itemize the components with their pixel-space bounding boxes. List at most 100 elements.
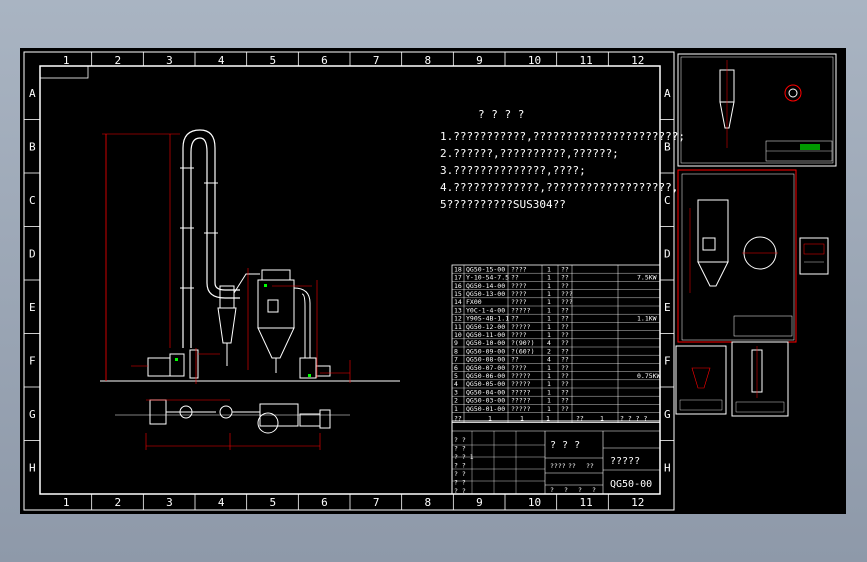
title-left-cell: ? ? xyxy=(454,462,466,470)
bom-cell-name: ?(60?) xyxy=(511,347,534,355)
bom-cell-material: ?? xyxy=(561,315,569,323)
zone-column-label: 3 xyxy=(166,496,173,509)
detail-sheet-middle[interactable] xyxy=(677,169,797,343)
bom-cell-qty: 1 xyxy=(547,298,551,306)
bom-cell-qty: 1 xyxy=(547,331,551,339)
detail-sheet-bottom-left[interactable] xyxy=(675,345,727,415)
bom-cell-no: 13 xyxy=(454,306,462,314)
bom-cell-qty: 4 xyxy=(547,339,551,347)
bom-cell-no: 14 xyxy=(454,298,462,306)
title-scale-cell: ?? xyxy=(568,462,576,470)
zone-row-label: G xyxy=(664,408,671,421)
bom-cell-qty: 1 xyxy=(547,364,551,372)
detail-sheet-small[interactable] xyxy=(799,237,829,275)
bom-cell-no: 3 xyxy=(454,388,458,396)
detail-sheet-bottom-right[interactable] xyxy=(731,341,789,417)
zone-column-label: 1 xyxy=(63,496,70,509)
zone-column-label: 10 xyxy=(528,54,541,67)
corner-mark xyxy=(39,65,89,79)
zone-column-label: 3 xyxy=(166,54,173,67)
zone-column-label: 11 xyxy=(580,496,593,509)
bom-cell-no: 4 xyxy=(454,380,458,388)
title-left-cell: ? ? xyxy=(454,436,466,444)
zone-row-label: B xyxy=(664,140,671,153)
bom-cell-material: ?? xyxy=(561,306,569,314)
bom-cell-no: 8 xyxy=(454,347,458,355)
bom-cell-code: QG50-08-00 xyxy=(466,356,505,364)
bom-cell-qty: 2 xyxy=(547,347,551,355)
zone-column-label: 8 xyxy=(425,54,432,67)
bom-header-cell: ? ? ? ? xyxy=(620,415,647,423)
detail-sheet-top[interactable] xyxy=(677,53,837,167)
zone-column-label: 5 xyxy=(270,496,277,509)
bom-cell-code: QG50-10-00 xyxy=(466,339,505,347)
bom-cell-code: QG50-04-00 xyxy=(466,388,505,396)
zone-column-label: 8 xyxy=(425,496,432,509)
bom-cell-material: ?? xyxy=(561,274,569,282)
bom-cell-material: ?? xyxy=(561,372,569,380)
zone-column-label: 10 xyxy=(528,496,541,509)
bom-cell-material: ?? xyxy=(561,397,569,405)
title-left-cell: ? ? xyxy=(454,479,466,487)
bom-cell-name: ?? xyxy=(511,274,519,282)
bom-cell-qty: 1 xyxy=(547,380,551,388)
zone-column-label: 6 xyxy=(321,496,328,509)
bom-cell-no: 16 xyxy=(454,282,462,290)
bom-cell-material: ?? xyxy=(561,380,569,388)
bom-cell-no: 10 xyxy=(454,331,462,339)
bom-cell-no: 11 xyxy=(454,323,462,331)
bom-cell-name: ????? xyxy=(511,388,531,396)
elevation-view[interactable] xyxy=(100,129,400,384)
plan-view[interactable] xyxy=(115,399,350,450)
bom-cell-no: 6 xyxy=(454,364,458,372)
bom-cell-no: 9 xyxy=(454,339,458,347)
zone-column-label: 12 xyxy=(631,496,644,509)
bom-cell-code: Y-10-54-7.5 xyxy=(466,274,509,282)
bom-cell-name: ???? xyxy=(511,265,527,273)
title-bottom-cell: ? xyxy=(550,486,554,494)
title-block: ? ? ? ????? QG50-00 ???????? ???? ? ?? ?… xyxy=(451,420,661,495)
zone-row-label: D xyxy=(29,247,36,260)
title-left-cell: ? ? 1 xyxy=(454,453,474,461)
bom-cell-no: 1 xyxy=(454,405,458,413)
bom-cell-qty: 1 xyxy=(547,290,551,298)
zone-column-label: 6 xyxy=(321,54,328,67)
bom-cell-name: ?? xyxy=(511,315,519,323)
bom-cell-material: ??? xyxy=(561,298,573,306)
zone-column-label: 2 xyxy=(115,496,122,509)
bom-cell-code: FX00 xyxy=(466,298,482,306)
bom-cell-qty: 1 xyxy=(547,265,551,273)
bom-cell-material: ?? xyxy=(561,347,569,355)
bom-cell-material: ?? xyxy=(561,388,569,396)
bom-cell-material: ??? xyxy=(561,290,573,298)
bom-cell-code: QG50-03-00 xyxy=(466,397,505,405)
zone-row-label: F xyxy=(29,354,36,367)
note-line: 4.?????????????,???????????????????, xyxy=(440,181,678,194)
bom-cell-code: Y0C-1-4-00 xyxy=(466,306,505,314)
bom-cell-no: 18 xyxy=(454,265,462,273)
bom-cell-qty: 1 xyxy=(547,405,551,413)
bom-cell-code: QG50-13-00 xyxy=(466,290,505,298)
zone-row-label: B xyxy=(29,140,36,153)
bom-cell-code: QG50-01-00 xyxy=(466,405,505,413)
bom-cell-note: 7.5KW xyxy=(637,274,657,282)
bom-cell-name: ????? xyxy=(511,405,531,413)
zone-row-label: H xyxy=(664,461,671,474)
bom-cell-name: ????? xyxy=(511,306,531,314)
title-bottom-cell: ? xyxy=(564,486,568,494)
title-bottom-cell: ? xyxy=(592,486,596,494)
bom-cell-no: 2 xyxy=(454,397,458,405)
bom-cell-qty: 1 xyxy=(547,388,551,396)
bom-cell-no: 7 xyxy=(454,356,458,364)
bom-cell-name: ???? xyxy=(511,331,527,339)
zone-row-label: E xyxy=(664,301,671,314)
note-line: 3.??????????????,????; xyxy=(440,164,586,177)
bom-header-cell: ?? xyxy=(576,415,584,423)
bom-cell-qty: 1 xyxy=(547,323,551,331)
bom-cell-qty: 1 xyxy=(547,274,551,282)
notes-heading: ? ? ? ? xyxy=(478,108,524,121)
